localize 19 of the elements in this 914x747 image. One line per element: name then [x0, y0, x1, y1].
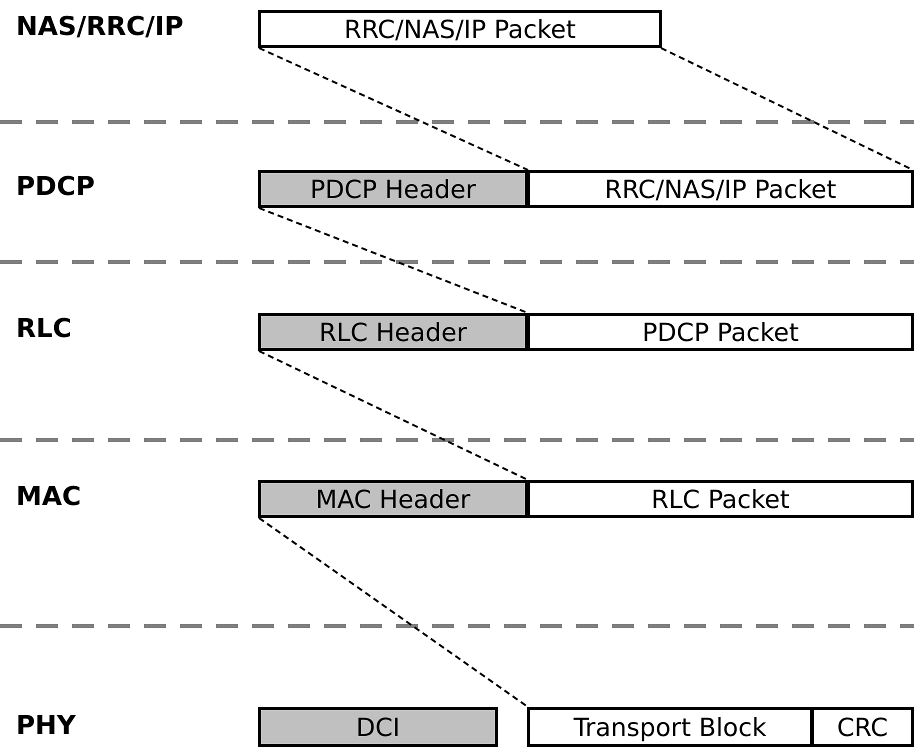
- transport-block-box: Transport Block: [527, 707, 813, 747]
- layer-label: PDCP: [16, 172, 95, 202]
- layer-label: MAC: [16, 482, 82, 512]
- header-box: PDCP Header: [258, 170, 528, 208]
- mapping-line: [258, 47, 528, 171]
- layer-label: NAS/RRC/IP: [16, 12, 184, 42]
- mapping-line: [258, 517, 529, 708]
- packet-box: RRC/NAS/IP Packet: [258, 10, 662, 48]
- header-box: RLC Header: [258, 313, 528, 351]
- packet-box: PDCP Packet: [527, 313, 914, 351]
- packet-box: RRC/NAS/IP Packet: [527, 170, 914, 208]
- mapping-line: [258, 207, 528, 314]
- checksum-box: CRC: [811, 707, 914, 747]
- layer-label: RLC: [16, 314, 72, 344]
- mapping-line: [258, 350, 528, 481]
- control-info-box: DCI: [258, 707, 498, 747]
- layer-label: PHY: [16, 711, 76, 741]
- packet-box: RLC Packet: [527, 480, 914, 518]
- header-box: MAC Header: [258, 480, 528, 518]
